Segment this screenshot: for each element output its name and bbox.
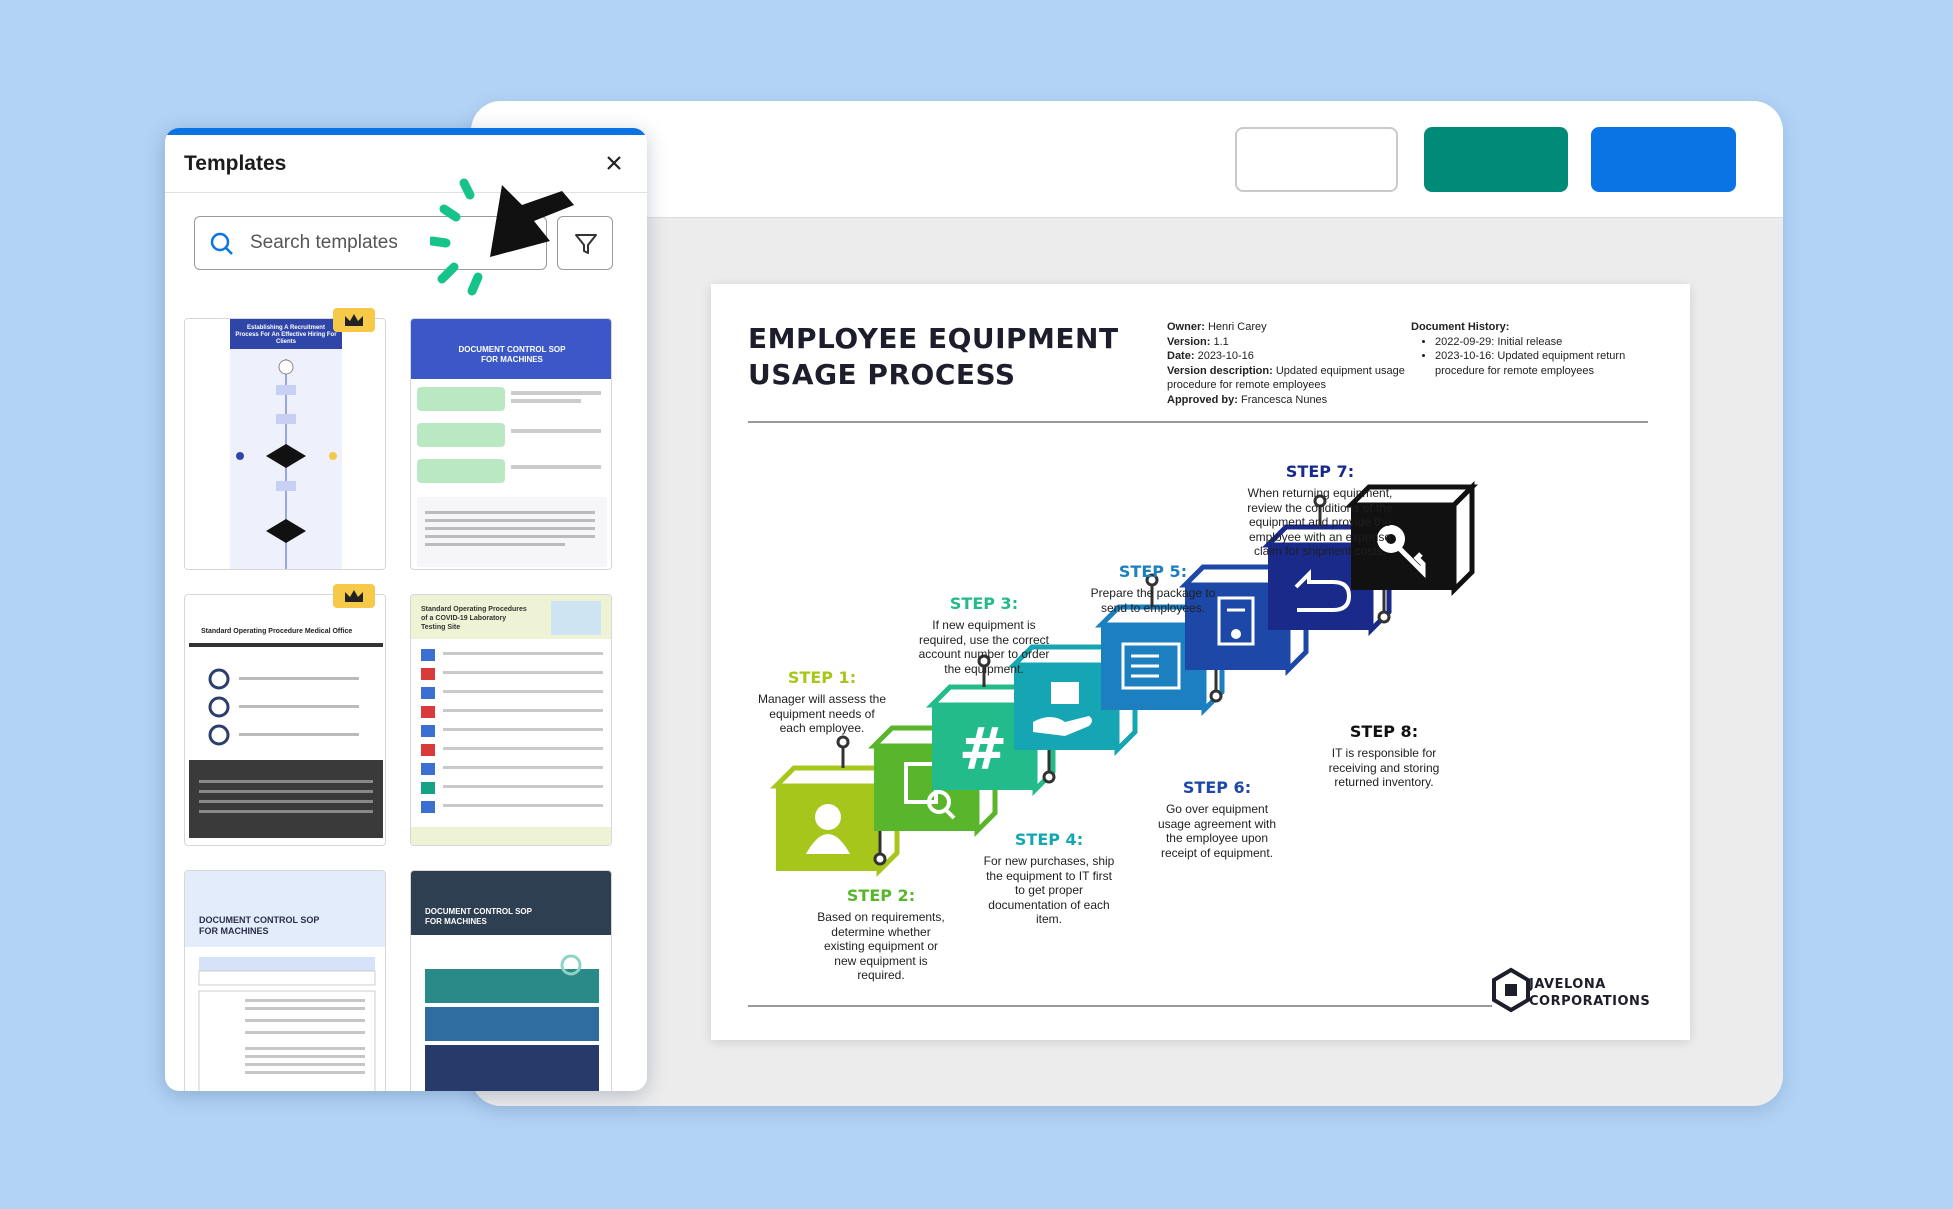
template-preview	[230, 319, 342, 569]
template-thumbnail[interactable]: DOCUMENT CONTROL SOP FOR MACHINES	[410, 318, 612, 570]
step-6-text: STEP 6: Go over equipment usage agreemen…	[1157, 778, 1277, 860]
crown-icon	[345, 314, 363, 326]
step-8-text: STEP 8: IT is responsible for receiving …	[1328, 722, 1440, 789]
step-4-text: STEP 4: For new purchases, ship the equi…	[983, 830, 1115, 926]
template-preview	[185, 595, 385, 838]
templates-panel: Templates Establishing A	[165, 128, 647, 1091]
divider	[165, 192, 647, 193]
template-title: DOCUMENT CONTROL SOP FOR MACHINES	[199, 915, 320, 936]
step-7-text: STEP 7: When returning equipment, review…	[1247, 462, 1393, 558]
step-3-cube: #	[925, 654, 1060, 797]
editor-window: EMPLOYEE EQUIPMENT USAGE PROCESS Owner: …	[471, 101, 1783, 1106]
template-thumbnail[interactable]: Standard Operating Procedures of a COVID…	[410, 594, 612, 846]
step-3-text: STEP 3: If new equipment is required, us…	[918, 594, 1050, 676]
premium-badge	[333, 308, 375, 332]
search-box[interactable]	[194, 216, 547, 270]
panel-accent-bar	[165, 128, 647, 135]
filter-button[interactable]	[557, 216, 613, 270]
template-thumbnail[interactable]: Standard Operating Procedure Medical Off…	[184, 594, 386, 846]
template-preview	[185, 871, 385, 1091]
template-title: Standard Operating Procedure Medical Off…	[201, 628, 353, 635]
crown-icon	[345, 590, 363, 602]
toolbar-button-teal[interactable]	[1424, 127, 1568, 192]
divider	[748, 1005, 1492, 1007]
step-8-cube	[1344, 480, 1479, 624]
company-logo-icon	[1492, 967, 1530, 1013]
document-history: Document History: 2022-09-29: Initial re…	[1411, 320, 1631, 378]
divider	[748, 421, 1648, 423]
process-staircase: #	[769, 480, 1530, 1013]
template-thumbnail[interactable]: Establishing A Recruitment Process For A…	[184, 318, 386, 570]
step-1-text: STEP 1: Manager will assess the equipmen…	[757, 668, 887, 735]
history-item: 2023-10-16: Updated equipment return pro…	[1435, 349, 1631, 378]
template-title: DOCUMENT CONTROL SOP FOR MACHINES	[425, 907, 532, 926]
template-title: Establishing A Recruitment Process For A…	[235, 325, 337, 345]
document-title: EMPLOYEE EQUIPMENT USAGE PROCESS	[748, 322, 1119, 391]
document-page[interactable]: EMPLOYEE EQUIPMENT USAGE PROCESS Owner: …	[711, 284, 1690, 1040]
history-item: 2022-09-29: Initial release	[1435, 335, 1631, 350]
template-title: Standard Operating Procedures of a COVID…	[421, 606, 527, 631]
search-input[interactable]	[250, 229, 530, 257]
step-2-text: STEP 2: Based on requirements, determine…	[817, 886, 945, 982]
company-name: JAVELONA CORPORATIONS	[1529, 977, 1651, 1009]
template-preview	[411, 595, 611, 845]
svg-text:#: #	[959, 715, 1008, 783]
toolbar-button-outline[interactable]	[1235, 127, 1398, 192]
editor-toolbar	[471, 101, 1783, 218]
template-thumbnail[interactable]: DOCUMENT CONTROL SOP FOR MACHINES	[410, 870, 612, 1091]
search-icon	[210, 232, 233, 255]
template-preview	[411, 319, 611, 567]
cursor-arrow-icon	[430, 178, 574, 296]
close-icon[interactable]	[603, 152, 625, 174]
premium-badge	[333, 584, 375, 608]
template-thumbnail[interactable]: DOCUMENT CONTROL SOP FOR MACHINES	[184, 870, 386, 1091]
template-title: DOCUMENT CONTROL SOP FOR MACHINES	[458, 345, 566, 364]
panel-title: Templates	[184, 152, 287, 175]
template-preview	[411, 871, 611, 1091]
filter-icon	[575, 234, 597, 254]
step-5-text: STEP 5: Prepare the package to send to e…	[1090, 562, 1216, 615]
toolbar-button-blue[interactable]	[1591, 127, 1736, 192]
document-meta: Owner: Henri Carey Version: 1.1 Date: 20…	[1167, 321, 1405, 406]
